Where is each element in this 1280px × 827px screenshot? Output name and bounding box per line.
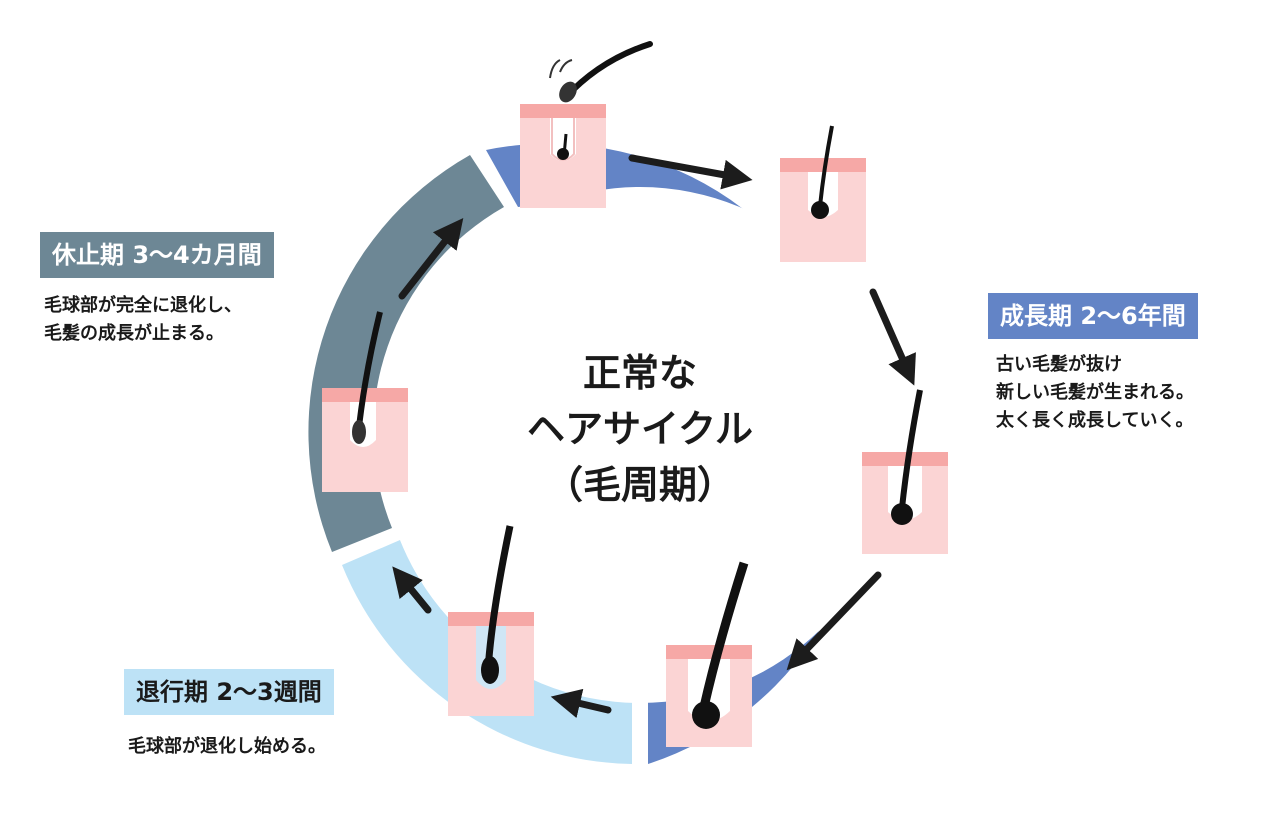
cycle-arrow-icon [398,217,464,300]
cycle-arrow-icon [869,288,916,386]
growth-description: 古い毛髪が抜け 新しい毛髪が生まれる。 太く長く成長していく。 [996,351,1194,435]
falling-hair-icon [549,41,653,103]
growth-desc-line-2: 新しい毛髪が生まれる。 [996,382,1194,403]
cycle-arrow-icon [550,688,612,719]
catagen-desc-line-1: 毛球部が退化し始める。 [128,736,326,757]
telogen-description: 毛球部が完全に退化し、 毛髪の成長が止まる。 [44,292,242,348]
cycle-arrow-icon [392,566,432,614]
center-title-line-1: 正常な [582,351,697,395]
center-title: 正常な ヘアサイクル （毛周期） [480,345,800,513]
hair-follicle-icon [666,561,752,747]
telogen-label: 休止期 3〜4カ月間 [40,232,274,278]
telogen-desc-line-1: 毛球部が完全に退化し、 [44,295,242,316]
growth-desc-line-1: 古い毛髪が抜け [996,354,1122,375]
hair-follicle-icon [862,389,948,554]
cycle-arrow-icon [786,571,882,671]
hair-follicle-icon [448,525,534,716]
center-title-line-3: （毛周期） [544,463,735,507]
catagen-label: 退行期 2〜3週間 [124,669,334,715]
center-title-line-2: ヘアサイクル [526,407,754,451]
hair-follicle-icon [322,311,408,492]
catagen-description: 毛球部が退化し始める。 [128,733,326,761]
hair-follicle-icon [780,125,866,262]
cycle-arrow-icon [628,154,753,190]
growth-label: 成長期 2〜6年間 [988,293,1198,339]
growth-desc-line-3: 太く長く成長していく。 [996,410,1194,431]
ring-inner-gap [382,187,898,703]
telogen-desc-line-2: 毛髪の成長が止まる。 [44,323,224,344]
cycle-arrows [392,154,916,719]
hair-follicle-icon [520,104,606,208]
